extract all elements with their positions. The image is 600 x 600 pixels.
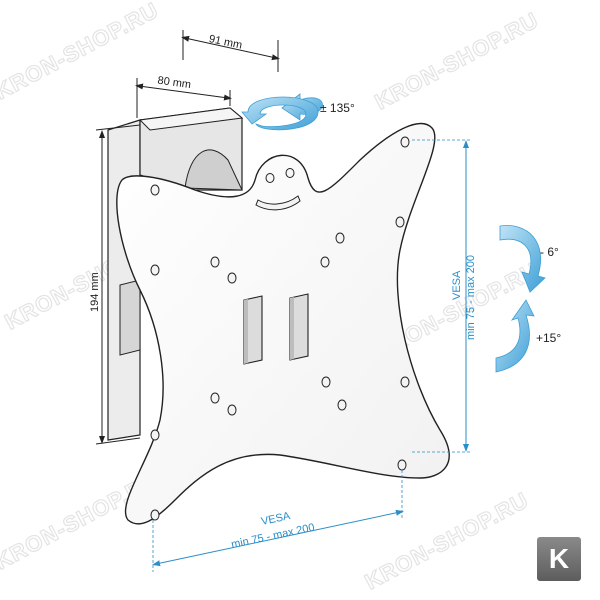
mounting-hole	[150, 429, 160, 441]
mounting-hole	[150, 184, 160, 196]
vesa-horizontal-label-line2: min 75 - max 200	[230, 522, 316, 551]
mounting-hole	[150, 509, 160, 521]
plate-tab-cutouts	[255, 168, 301, 211]
brand-badge-letter: K	[548, 543, 570, 574]
mounting-hole	[335, 232, 345, 244]
swivel-angle-label: ± 135°	[320, 101, 355, 115]
watermark-text: KRON-SHOP.RU	[371, 7, 543, 114]
dimension-top-depth-label: 91 mm	[208, 33, 243, 52]
dimension-arm-depth: 80 mm	[135, 75, 232, 118]
mounting-hole	[320, 256, 330, 268]
tilt-up-label: +15°	[536, 331, 561, 345]
vesa-vertical-label-line2: min 75 - max 200	[465, 255, 477, 340]
mounting-hole	[337, 399, 347, 411]
watermark-text: KRON-SHOP.RU	[361, 487, 533, 594]
tilt-down-arrow-icon	[499, 225, 546, 293]
tilt-up-arrow-icon	[495, 299, 535, 373]
center-slots	[243, 293, 309, 365]
mounting-hole	[400, 376, 410, 388]
dimension-arm-depth-label: 80 mm	[157, 75, 192, 92]
mounting-plate	[116, 122, 450, 525]
mounting-hole	[395, 216, 405, 228]
dimension-top-depth: 91 mm	[181, 30, 280, 72]
mounting-hole	[400, 136, 410, 148]
watermark-text: KRON-SHOP.RU	[0, 0, 163, 104]
mounting-hole	[397, 459, 407, 471]
mounting-hole	[321, 376, 331, 388]
mounting-hole	[150, 264, 160, 276]
dimension-height-label: 194 mm	[89, 272, 101, 312]
tilt-indicator: - 6° +15°	[495, 225, 561, 373]
tilt-down-label: - 6°	[540, 245, 559, 259]
dimension-height: 194 mm	[89, 124, 141, 445]
vesa-vertical-dimension: VESA min 75 - max 200	[412, 139, 477, 453]
swivel-arm	[138, 107, 244, 191]
mounting-hole	[210, 392, 220, 404]
mounting-hole	[227, 404, 237, 416]
swivel-rotation-indicator: ± 135°	[241, 93, 355, 131]
mounting-hole	[227, 272, 237, 284]
mounting-hole	[210, 256, 220, 268]
brand-badge: K	[537, 537, 581, 581]
vesa-horizontal-label-line1: VESA	[260, 510, 292, 528]
vesa-vertical-label-line1: VESA	[451, 270, 463, 300]
